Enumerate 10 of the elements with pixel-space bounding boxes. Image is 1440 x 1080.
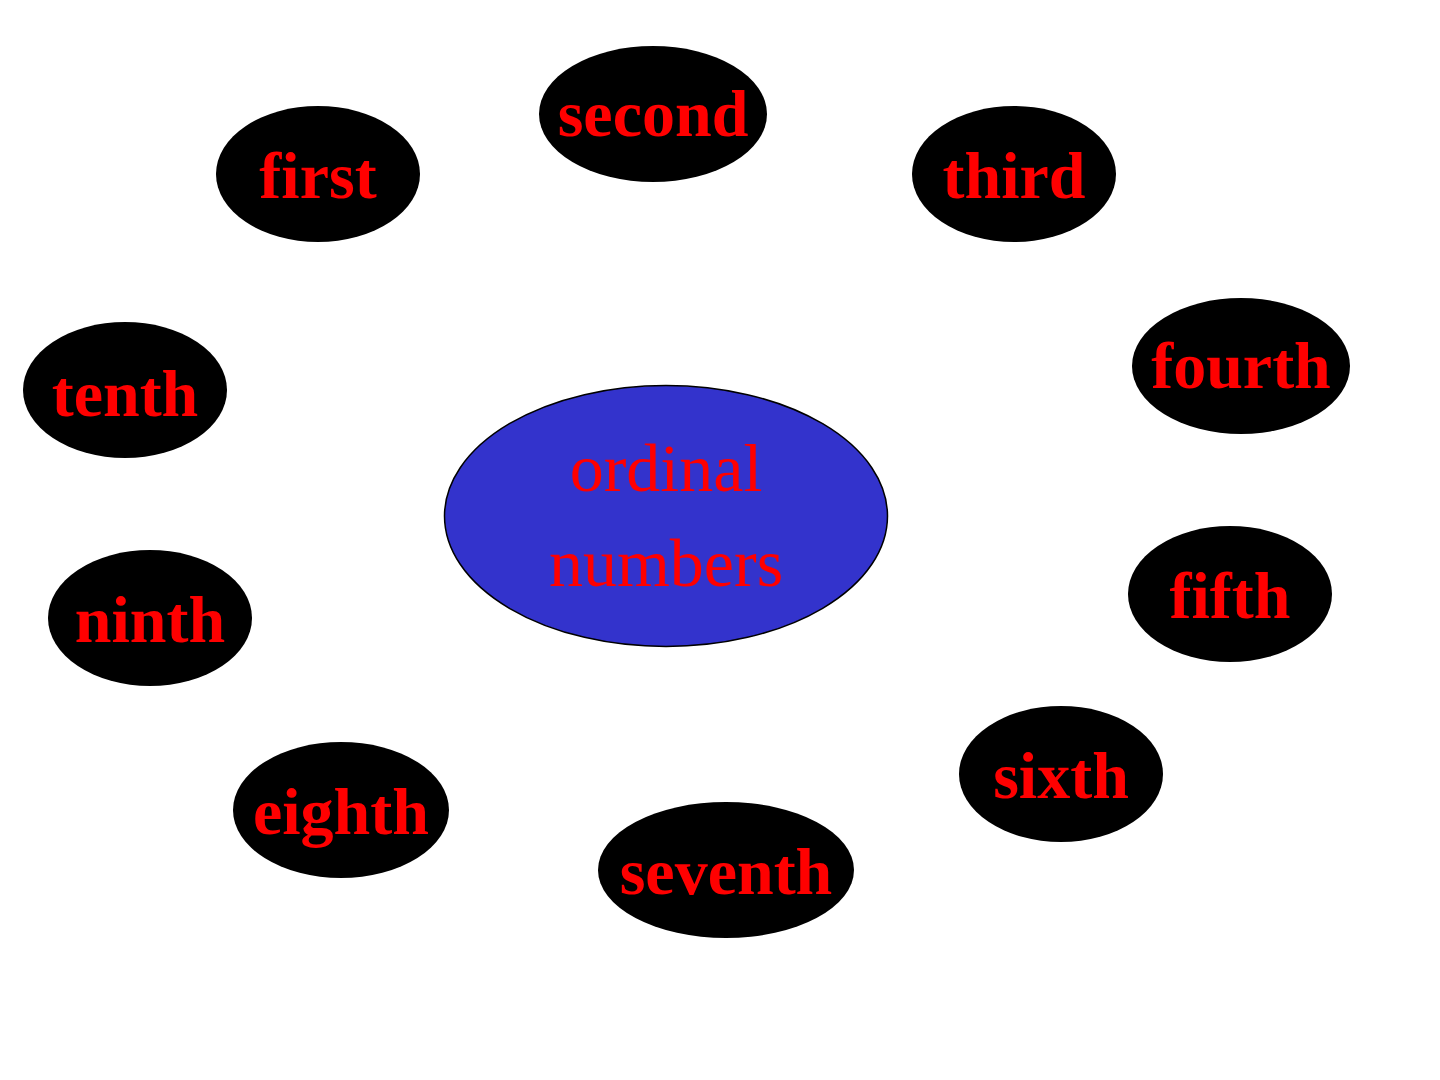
ordinal-word: tenth bbox=[51, 361, 199, 427]
ordinal-word: seventh bbox=[619, 839, 833, 905]
ordinal-word: second bbox=[557, 81, 749, 147]
hub-title: ordinal numbers bbox=[547, 429, 785, 603]
ordinal-word: fifth bbox=[1169, 563, 1291, 629]
ordinal-word: sixth bbox=[993, 743, 1129, 809]
ordinal-word: third bbox=[942, 143, 1086, 209]
ordinal-word: first bbox=[259, 143, 377, 209]
ordinal-word: fourth bbox=[1151, 333, 1331, 399]
ordinal-word: ninth bbox=[74, 587, 226, 653]
